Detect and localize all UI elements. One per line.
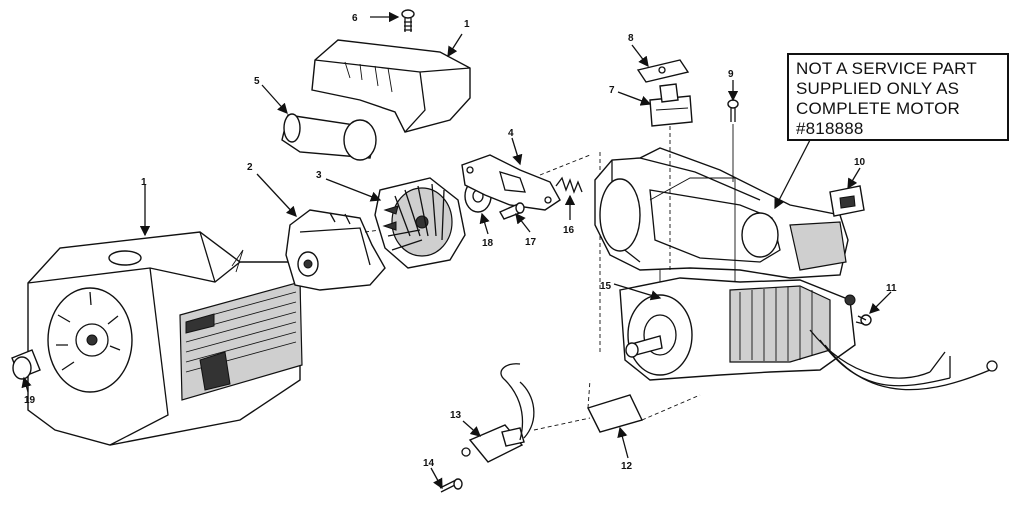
callout-13: 13	[450, 410, 462, 421]
housing-cover-left	[27, 231, 303, 446]
leader-lines	[21, 11, 892, 490]
callout-4: 4	[508, 128, 514, 139]
callout-numbers: 6 1 1 2 3 4 5 8 7 9 10 11 12 13 14 15 16…	[24, 13, 897, 472]
note-line-4: #818888	[796, 119, 864, 138]
screw-part-6	[401, 9, 415, 32]
callout-12: 12	[621, 461, 633, 472]
switch-part-10	[829, 185, 865, 217]
screw-part-9	[727, 99, 739, 182]
spring-part-16	[555, 176, 583, 194]
note-line-3: COMPLETE MOTOR	[796, 99, 961, 118]
callout-16: 16	[563, 225, 575, 236]
callout-5: 5	[254, 76, 260, 87]
capacitor-part-5	[281, 113, 377, 161]
knob-part-19	[11, 349, 41, 380]
end-bracket-part-2	[285, 209, 386, 291]
callout-15: 15	[600, 281, 612, 292]
cover-plate-part-12	[587, 379, 701, 433]
thermal-switch-part-13	[461, 363, 591, 463]
pin-part-17	[499, 202, 525, 220]
fan-part-3	[374, 177, 466, 269]
callout-3: 3	[316, 170, 322, 181]
callout-11: 11	[886, 283, 897, 294]
switch-part-7	[649, 83, 693, 270]
service-note-box: NOT A SERVICE PART SUPPLIED ONLY AS COMP…	[787, 53, 1009, 141]
callout-9: 9	[728, 69, 734, 80]
callout-1-left: 1	[141, 177, 147, 188]
callout-1-top: 1	[464, 19, 470, 30]
callout-6: 6	[352, 13, 358, 24]
note-line-2: SUPPLIED ONLY AS	[796, 79, 960, 98]
switch-plate-part-4	[461, 154, 561, 211]
callout-8: 8	[628, 33, 634, 44]
callout-2: 2	[247, 162, 253, 173]
callout-7: 7	[609, 85, 615, 96]
callout-14: 14	[423, 458, 435, 469]
callout-17: 17	[525, 237, 537, 248]
gasket-part-8	[636, 59, 690, 83]
screw-part-14	[439, 478, 463, 493]
capacitor-cover-top	[311, 39, 471, 133]
screw-part-11	[855, 314, 872, 326]
motor-assembly	[594, 147, 998, 391]
callout-18: 18	[482, 238, 494, 249]
note-line-1: NOT A SERVICE PART	[796, 59, 977, 78]
callout-19: 19	[24, 395, 36, 406]
callout-10: 10	[854, 157, 866, 168]
